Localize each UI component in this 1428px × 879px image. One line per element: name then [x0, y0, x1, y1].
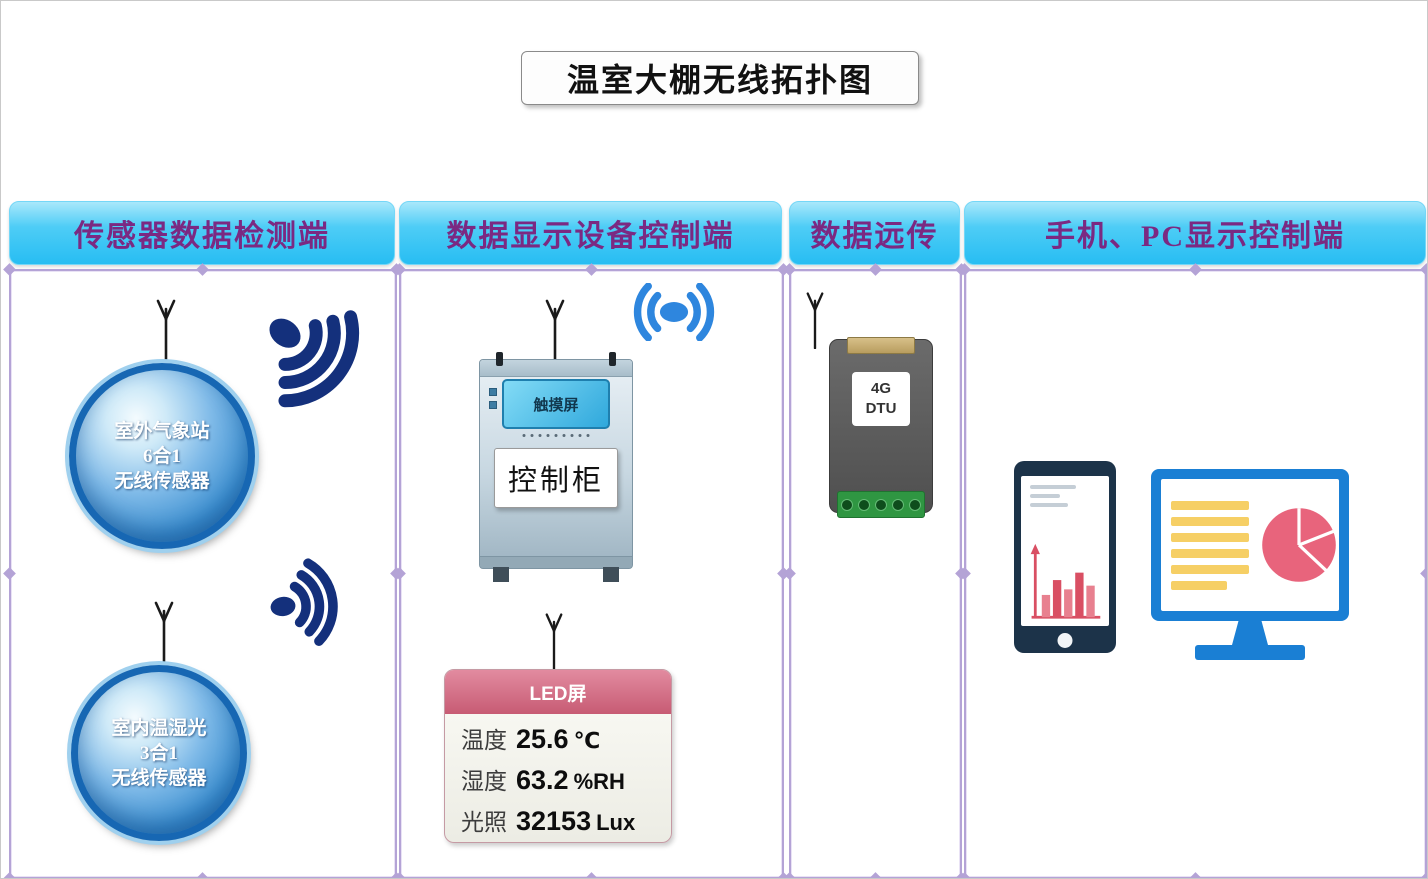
antenna-icon: [154, 601, 174, 663]
cabinet-nameplate: 控制柜: [494, 448, 618, 508]
text-lines: [1171, 500, 1249, 590]
dtu-nameplate: 4G DTU: [852, 372, 910, 426]
pie-chart-icon: [1262, 508, 1336, 582]
antenna-icon: [806, 292, 824, 349]
diamond-ornament: [1420, 567, 1427, 580]
dtu-name-line: DTU: [865, 400, 897, 417]
antenna-icon: [545, 613, 563, 669]
diagram-title-box: 温室大棚无线拓扑图: [521, 51, 919, 105]
cabinet-top-panel: [480, 360, 632, 377]
diamond-ornament: [868, 872, 882, 878]
diamond-ornament: [3, 263, 16, 276]
column-header-phone-pc: 手机、PC显示控制端: [964, 201, 1426, 265]
dtu-name-line: 4G: [870, 380, 891, 397]
monitor-stand-neck: [1232, 621, 1268, 645]
led-reading-row: 光照 32153 Lux: [445, 803, 671, 837]
reading-label: 光照: [461, 810, 507, 835]
column-header-label: 数据显示设备控制端: [446, 220, 735, 253]
smartphone-icon: [1014, 461, 1116, 653]
antenna-icon: [156, 299, 176, 361]
diamond-ornament: [196, 263, 209, 276]
reading-value: 32153: [516, 806, 592, 836]
sensor-label-line: 室外气象站: [114, 420, 210, 442]
reading-label: 温度: [461, 728, 507, 753]
monitor-screen: [1161, 479, 1339, 611]
column-header-label: 传感器数据检测端: [74, 220, 330, 253]
diamond-ornament: [196, 872, 209, 878]
panel-display-control: [393, 263, 790, 878]
terminal-hole: [892, 498, 904, 511]
column-header-label: 数据远传: [810, 220, 939, 253]
diamond-ornament: [3, 567, 16, 580]
touch-screen-label: 触摸屏: [533, 397, 579, 414]
sensor-label: 室外气象站 6合1 无线传感器: [114, 419, 209, 494]
bar-chart-icon: [1030, 543, 1101, 619]
phone-home-button: [1057, 633, 1073, 648]
cabinet-leg: [603, 567, 619, 582]
control-cabinet: 触摸屏 控制柜: [479, 352, 633, 582]
led-reading-row: 温度 25.6 ℃: [445, 721, 671, 755]
terminal-hole: [858, 498, 870, 511]
led-reading-row: 湿度 63.2 %RH: [445, 762, 671, 796]
led-panel-title: LED屏: [529, 683, 587, 705]
wifi-signal-icon: [269, 310, 360, 408]
diamond-ornament: [584, 872, 598, 878]
reading-unit: Lux: [596, 810, 636, 835]
phone-screen: [1021, 476, 1109, 626]
diamond-ornament: [1420, 263, 1427, 276]
sensor-label-line: 室内温湿光: [111, 717, 207, 739]
column-header-display-control: 数据显示设备控制端: [399, 201, 782, 265]
column-header-sensor-detection: 传感器数据检测端: [9, 201, 395, 265]
sensor-label: 室内温湿光 3合1 无线传感器: [111, 716, 206, 791]
diamond-ornament: [584, 263, 598, 276]
diagram-title: 温室大棚无线拓扑图: [566, 62, 873, 98]
cabinet-leg: [493, 567, 509, 582]
reading-value: 63.2: [516, 765, 569, 795]
indoor-sensor-node: 室内温湿光 3合1 无线传感器: [71, 665, 247, 841]
terminal-hole: [909, 498, 921, 511]
sensor-label-line: 3合1: [139, 742, 178, 764]
mount-bolt-icon: [609, 352, 616, 366]
cabinet-name: 控制柜: [507, 465, 604, 497]
monitor-stand-base: [1195, 645, 1305, 660]
diamond-ornament: [3, 872, 16, 878]
sensor-label-line: 6合1: [142, 445, 181, 467]
led-display-panel: LED屏 温度 25.6 ℃ 湿度 63.2 %RH 光照 32153 Lux: [444, 669, 672, 843]
reading-unit: %RH: [573, 769, 625, 794]
reading-label: 湿度: [461, 769, 507, 794]
reading-value: 25.6: [516, 724, 569, 754]
diamond-ornament: [1188, 263, 1202, 276]
antenna-icon: [545, 299, 565, 361]
mount-bolt-icon: [496, 352, 503, 366]
reading-unit: ℃: [573, 728, 601, 753]
4g-dtu-device: 4G DTU: [829, 337, 933, 518]
column-header-remote-transmission: 数据远传: [789, 201, 960, 265]
dtu-top-connector: [847, 337, 915, 354]
diamond-ornament: [1188, 872, 1202, 878]
wifi-signal-icon: [270, 558, 338, 646]
sensor-label-line: 无线传感器: [111, 767, 207, 789]
cabinet-base-panel: [480, 556, 632, 568]
led-panel-header: LED屏: [445, 670, 671, 714]
panel-phone-pc: [958, 263, 1427, 878]
cabinet-side-vent: [489, 388, 497, 409]
diamond-ornament: [868, 263, 882, 276]
column-header-label: 手机、PC显示控制端: [1045, 220, 1345, 253]
sensor-label-line: 无线传感器: [114, 470, 210, 492]
touch-screen: 触摸屏: [502, 379, 610, 429]
wireless-broadcast-icon: [633, 283, 715, 341]
outdoor-weather-sensor-node: 室外气象站 6合1 无线传感器: [69, 363, 255, 549]
text-lines: [1030, 485, 1076, 507]
dtu-terminal-block: [837, 491, 925, 518]
diamond-ornament: [1420, 872, 1427, 878]
terminal-hole: [875, 498, 887, 511]
terminal-hole: [841, 498, 853, 511]
cabinet-vent-dots: [522, 434, 590, 437]
desktop-monitor-icon: [1151, 469, 1349, 621]
